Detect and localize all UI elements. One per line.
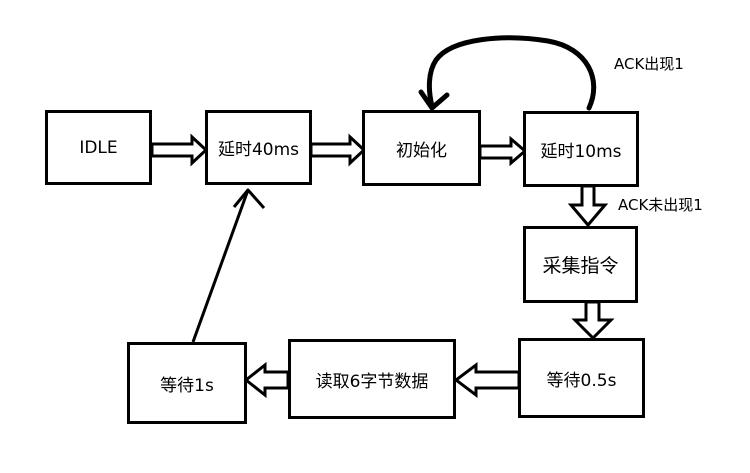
node-delay-10ms: 延时10ms: [523, 111, 639, 187]
node-idle: IDLE: [45, 110, 152, 185]
edge-label-ack-present: ACK出现1: [614, 55, 684, 73]
node-init-label: 初始化: [396, 140, 447, 161]
arrow-init-to-delay10: [478, 135, 528, 167]
node-read-6-bytes: 读取6字节数据: [288, 339, 456, 419]
arrow-delay10-loop-to-init-head: [418, 89, 450, 111]
arrow-delay10-loop-to-init: [426, 35, 597, 111]
node-delay-10ms-label: 延时10ms: [540, 141, 622, 162]
node-wait-1s: 等待1s: [127, 342, 247, 424]
arrow-collect-to-wait05: [571, 300, 615, 341]
node-init: 初始化: [362, 110, 481, 186]
edge-label-ack-absent: ACK未出现1: [618, 196, 703, 214]
node-wait-1s-label: 等待1s: [160, 375, 214, 396]
node-delay-40ms: 延时40ms: [205, 110, 312, 185]
node-read-6-bytes-label: 读取6字节数据: [315, 371, 429, 392]
node-wait-0.5s-label: 等待0.5s: [546, 370, 617, 391]
node-collect-command: 采集指令: [523, 226, 638, 303]
arrow-wait05-to-read6: [453, 362, 521, 398]
arrow-wait1-to-delay40-head: [232, 188, 266, 209]
node-wait-0.5s: 等待0.5s: [518, 338, 645, 418]
arrow-delay10-to-collect: [567, 184, 609, 228]
node-idle-label: IDLE: [79, 137, 118, 158]
arrow-read6-to-wait1: [243, 361, 290, 399]
arrow-wait1-to-delay40: [191, 189, 250, 343]
arrow-delay40-to-init: [309, 133, 367, 167]
node-collect-command-label: 采集指令: [542, 255, 619, 277]
arrow-idle-to-delay40: [150, 133, 209, 167]
node-delay-40ms-label: 延时40ms: [217, 140, 300, 160]
